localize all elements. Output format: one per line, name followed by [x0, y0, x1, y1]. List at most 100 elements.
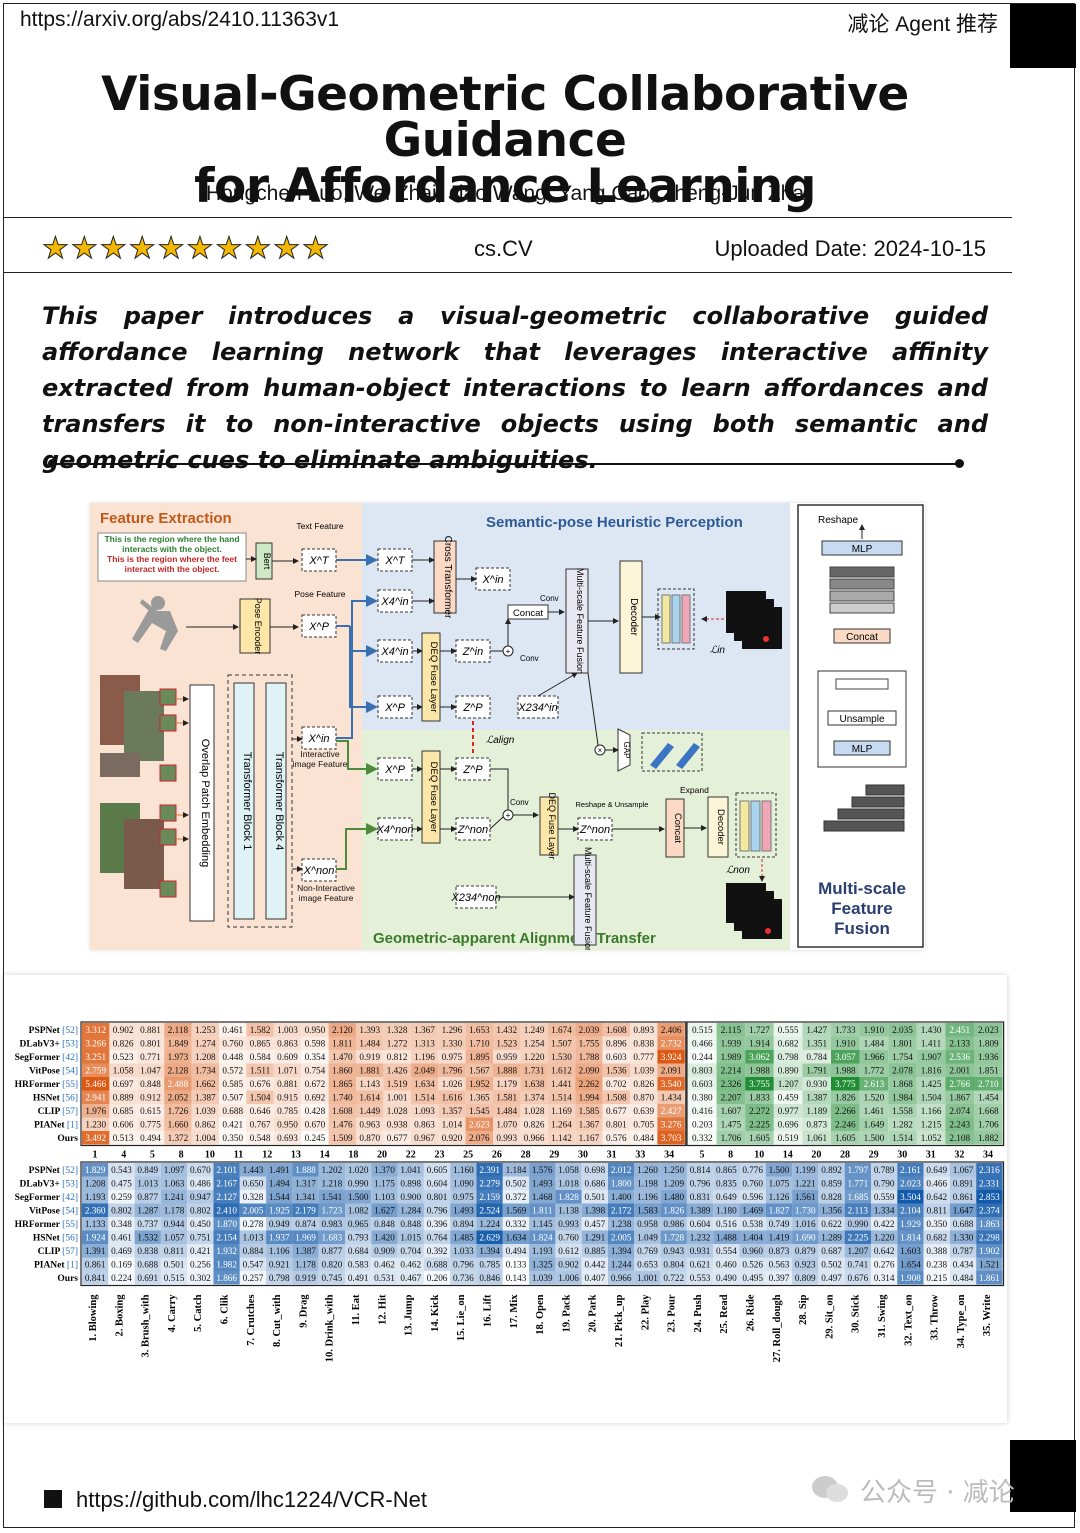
top-left-cell — [630, 1104, 658, 1118]
top-left-cell — [328, 1063, 356, 1077]
top-left-cell — [301, 1063, 329, 1077]
arxiv-url[interactable]: https://arxiv.org/abs/2410.11363v1 — [20, 8, 340, 31]
bottom-value: 1.244 — [611, 1260, 632, 1270]
sem-zin: Z^in — [462, 646, 483, 658]
top-right-value: 1.215 — [921, 1120, 942, 1130]
bottom-value: 1.284 — [400, 1206, 421, 1216]
bottom-cell — [949, 1176, 977, 1190]
bottom-cell — [292, 1244, 319, 1258]
msff-label-2: Multi-scale Feature Fusion — [583, 847, 593, 950]
top-left-cell — [136, 1036, 165, 1050]
top-right-value: 2.133 — [949, 1039, 970, 1049]
top-left-value: 0.826 — [633, 1079, 654, 1089]
top-left-value: 0.950 — [277, 1120, 298, 1130]
top-left-cell — [164, 1077, 192, 1091]
top-right-value: 1.425 — [921, 1079, 942, 1089]
bottom-cell — [976, 1271, 1003, 1285]
bottom-value: 1.468 — [532, 1192, 553, 1202]
top-left-cell — [383, 1090, 411, 1104]
top-right-value: 1.816 — [921, 1066, 942, 1076]
bottom-cell — [318, 1271, 345, 1285]
top-left-cell — [520, 1023, 548, 1037]
bottom-cell — [397, 1190, 424, 1204]
side-block — [1010, 1440, 1076, 1512]
bottom-value: 0.682 — [926, 1233, 947, 1243]
bottom-value: 0.776 — [742, 1165, 763, 1175]
bottom-cell — [160, 1163, 188, 1177]
results-heatmap-figure: PSPNet [52]DLabV3+ [53]SegFormer [42]Vit… — [4, 975, 1007, 1423]
bottom-value: 1.532 — [137, 1233, 158, 1243]
bottom-value: 0.894 — [453, 1219, 474, 1229]
bottom-value: 1.634 — [506, 1233, 527, 1243]
bottom-cell — [108, 1203, 135, 1217]
bottom-value: 0.960 — [742, 1246, 763, 1256]
top-right-cell — [802, 1050, 831, 1064]
top-right-value: 1.984 — [892, 1093, 913, 1103]
bottom-col-label: 18. Open — [535, 1294, 546, 1334]
bottom-value: 0.879 — [795, 1246, 816, 1256]
bottom-cell — [581, 1176, 608, 1190]
divider-dot-left — [48, 459, 57, 468]
corner-block — [1010, 4, 1076, 68]
top-left-value: 0.920 — [442, 1133, 463, 1143]
top-left-cell — [410, 1063, 439, 1077]
bottom-value: 0.276 — [874, 1260, 895, 1270]
xt-symbol: X^T — [308, 555, 329, 567]
top-left-value: 2.732 — [661, 1039, 682, 1049]
bottom-value: 0.133 — [506, 1260, 527, 1270]
bottom-cell — [555, 1163, 582, 1177]
top-right-value: 1.826 — [835, 1093, 856, 1103]
top-left-cell — [657, 1050, 685, 1064]
bottom-value: 0.502 — [821, 1260, 842, 1270]
top-right-value: 0.603 — [692, 1079, 713, 1089]
bottom-value: 0.407 — [585, 1273, 606, 1283]
bottom-cell — [160, 1244, 188, 1258]
top-right-value: 2.115 — [721, 1025, 742, 1035]
bottom-cell — [292, 1203, 319, 1217]
top-right-value: 2.074 — [949, 1106, 970, 1116]
top-right-cell — [888, 1063, 917, 1077]
top-left-value: 1.014 — [442, 1120, 463, 1130]
github-link[interactable]: https://github.com/lhc1224/VCR-Net — [76, 1487, 427, 1512]
bottom-cell — [529, 1244, 556, 1258]
bottom-value: 0.501 — [585, 1192, 606, 1202]
bottom-value: 0.442 — [585, 1260, 606, 1270]
bottom-cell — [897, 1244, 924, 1258]
top-left-cell — [630, 1131, 658, 1145]
bottom-col-label: 9. Drag — [298, 1294, 309, 1328]
top-left-cell — [82, 1036, 110, 1050]
deq-label-1: DEQ Fuse Layer — [428, 642, 439, 713]
bottom-value: 0.469 — [111, 1246, 132, 1256]
bottom-cell — [871, 1163, 898, 1177]
bottom-value: 1.583 — [637, 1206, 658, 1216]
bottom-cell — [345, 1203, 372, 1217]
method-label: VitPose [54] — [29, 1067, 78, 1077]
decoder-label-2: Decoder — [715, 809, 726, 845]
top-left-cell — [465, 1050, 493, 1064]
bottom-cell — [371, 1230, 398, 1244]
bottom-cell — [134, 1176, 161, 1190]
bottom-value: 0.801 — [427, 1192, 448, 1202]
top-left-value: 1.865 — [332, 1079, 353, 1089]
bottom-value: 1.824 — [532, 1233, 553, 1243]
bottom-value: 0.931 — [690, 1246, 711, 1256]
bottom-cell — [213, 1271, 240, 1285]
top-left-value: 0.584 — [250, 1052, 271, 1062]
bottom-cell — [529, 1176, 556, 1190]
bottom-cell — [608, 1244, 635, 1258]
bottom-value: 0.990 — [848, 1219, 869, 1229]
top-left-cell — [246, 1077, 274, 1091]
top-left-value: 3.492 — [85, 1133, 106, 1143]
top-left-value: 1.860 — [332, 1066, 353, 1076]
bottom-cell — [292, 1217, 319, 1231]
bottom-value: 0.764 — [427, 1233, 448, 1243]
bottom-cell — [423, 1257, 451, 1271]
bottom-value: 0.835 — [716, 1179, 737, 1189]
bottom-cell — [818, 1217, 845, 1231]
top-right-value: 1.867 — [949, 1093, 970, 1103]
bottom-cell — [82, 1203, 109, 1217]
top-left-value: 1.249 — [524, 1025, 545, 1035]
bottom-value: 1.001 — [637, 1273, 658, 1283]
top-left-value: 1.612 — [551, 1066, 572, 1076]
top-left-cell — [438, 1131, 466, 1145]
